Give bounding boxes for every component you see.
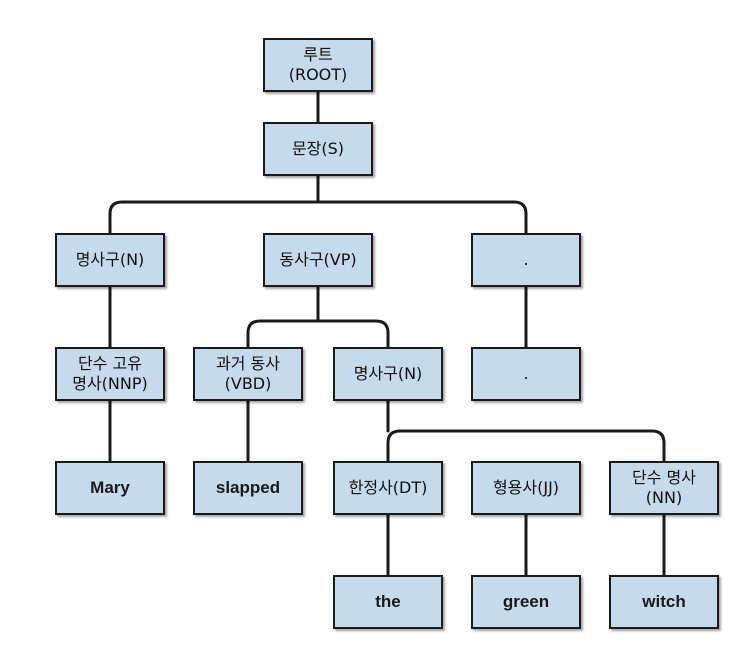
node-label: 명사구(N)	[75, 250, 145, 269]
node-label: .	[523, 364, 529, 383]
node-label: 형용사(JJ)	[492, 478, 560, 497]
node-label: (NN)	[645, 488, 683, 507]
node-label: 루트	[303, 45, 333, 64]
node-label: 명사(NNP)	[72, 374, 148, 393]
node-label: .	[523, 250, 529, 269]
node-label: 한정사(DT)	[348, 478, 428, 497]
node-sentence: 문장(S)	[263, 122, 373, 176]
node-label: Mary	[90, 478, 130, 497]
node-punctuation-tag: .	[471, 347, 581, 401]
node-noun-phrase-2: 명사구(N)	[333, 347, 443, 401]
node-proper-noun: 단수 고유 명사(NNP)	[55, 347, 165, 401]
node-noun-phrase: 명사구(N)	[55, 233, 165, 287]
node-past-verb: 과거 동사 (VBD)	[193, 347, 303, 401]
node-label: green	[502, 592, 550, 611]
node-label: witch	[642, 592, 686, 611]
edge-vp-children	[246, 285, 390, 349]
node-word-witch: witch	[609, 575, 719, 629]
node-singular-noun: 단수 명사 (NN)	[609, 461, 719, 515]
edge-np2-children	[386, 399, 666, 463]
edge-sentence-children	[108, 174, 528, 235]
node-word-mary: Mary	[55, 461, 165, 515]
node-word-the: the	[333, 575, 443, 629]
node-label: 단수 명사	[632, 468, 696, 487]
node-root: 루트 (ROOT)	[263, 38, 373, 92]
node-label: 명사구(N)	[353, 364, 423, 383]
node-label: 동사구(VP)	[279, 250, 357, 269]
node-adjective: 형용사(JJ)	[471, 461, 581, 515]
node-verb-phrase: 동사구(VP)	[263, 233, 373, 287]
node-label: 과거 동사	[216, 354, 280, 373]
node-word-slapped: slapped	[193, 461, 303, 515]
node-label: (VBD)	[224, 374, 272, 393]
node-word-green: green	[471, 575, 581, 629]
node-label: 단수 고유	[78, 354, 142, 373]
node-determiner: 한정사(DT)	[333, 461, 443, 515]
node-label: (ROOT)	[288, 65, 348, 84]
node-label: 문장(S)	[291, 139, 345, 158]
node-punctuation: .	[471, 233, 581, 287]
node-label: the	[375, 592, 401, 611]
node-label: slapped	[215, 478, 281, 497]
